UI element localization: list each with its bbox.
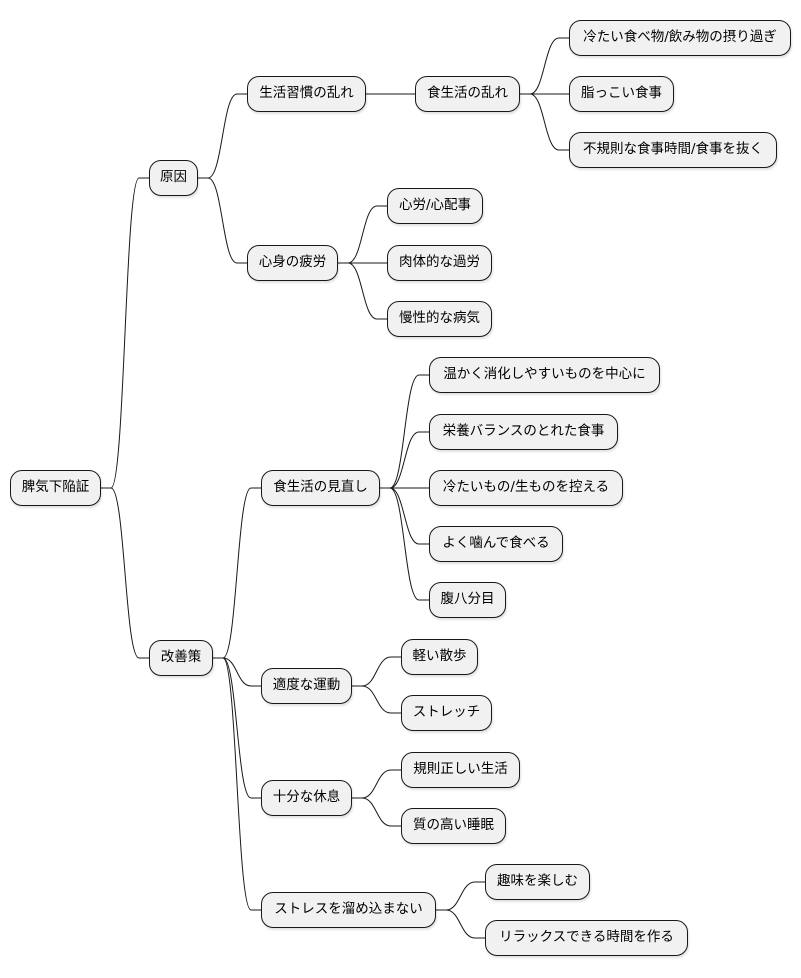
node-label: 脾気下陥証 [21,479,90,496]
edge-cause-to-lifestyle [198,93,247,179]
node-label: ストレッチ [412,704,481,721]
edge-root-to-cause [101,177,149,489]
node-remedy[interactable]: 改善策 [149,640,213,676]
edge-remedy-to-exercise [213,657,261,687]
edge-diet-review-to-warm-food [380,374,429,489]
node-label: 腹八分目 [440,591,495,608]
node-diet-disorder[interactable]: 食生活の乱れ [415,76,520,112]
edge-diet-review-to-chew [380,487,429,545]
edge-fatigue-to-worry [338,205,387,264]
node-label: 冷たいもの/生ものを控える [442,479,610,496]
node-label: 改善策 [160,649,202,666]
edge-fatigue-to-chronic-illness [338,262,387,320]
node-quality-sleep[interactable]: 質の高い睡眠 [401,808,506,844]
node-warm-food[interactable]: 温かく消化しやすいものを中心に [429,357,660,393]
node-label: 適度な運動 [272,677,341,694]
node-regular-life[interactable]: 規則正しい生活 [401,752,520,788]
node-balanced[interactable]: 栄養バランスのとれた食事 [429,414,618,450]
edge-stress-to-relax-time [436,909,485,939]
node-oily-food[interactable]: 脂っこい食事 [569,76,674,112]
node-moderate-eating[interactable]: 腹八分目 [429,582,506,618]
edge-cause-to-fatigue [198,177,247,264]
node-label: 質の高い睡眠 [413,817,494,834]
edge-remedy-to-stress [213,657,261,911]
edge-rest-to-quality-sleep [352,797,401,827]
node-cold-food[interactable]: 冷たい食べ物/飲み物の摂り過ぎ [569,20,791,56]
edge-remedy-to-diet-review [213,487,261,659]
node-chew[interactable]: よく噛んで食べる [429,526,563,562]
node-label: 規則正しい生活 [413,761,508,778]
edge-stress-to-hobby [436,881,485,911]
node-label: 脂っこい食事 [581,85,662,102]
node-worry[interactable]: 心労/心配事 [387,188,483,224]
node-fatigue[interactable]: 心身の疲労 [247,245,338,281]
node-cause[interactable]: 原因 [149,160,198,196]
node-label: 食生活の見直し [273,479,368,496]
node-avoid-cold[interactable]: 冷たいもの/生ものを控える [429,470,623,506]
node-label: 心身の疲労 [258,254,327,271]
node-rest[interactable]: 十分な休息 [261,780,352,816]
edge-rest-to-regular-life [352,769,401,799]
edge-diet-disorder-to-irregular-meals [520,93,569,151]
node-root[interactable]: 脾気下陥証 [10,470,101,506]
edge-diet-review-to-moderate-eating [380,487,429,601]
node-lifestyle[interactable]: 生活習慣の乱れ [247,76,366,112]
node-label: 不規則な食事時間/食事を抜く [582,141,764,158]
edge-diet-review-to-balanced [380,431,429,489]
edge-remedy-to-rest [213,657,261,799]
edge-diet-disorder-to-cold-food [520,37,569,95]
node-exercise[interactable]: 適度な運動 [261,668,352,704]
node-label: 肉体的な過労 [399,254,480,271]
node-stress[interactable]: ストレスを溜め込まない [261,892,436,928]
edge-exercise-to-walk [352,656,401,687]
node-label: 冷たい食べ物/飲み物の摂り過ぎ [583,29,777,46]
node-walk[interactable]: 軽い散歩 [401,639,478,675]
node-stretch[interactable]: ストレッチ [401,695,492,731]
node-label: 食生活の乱れ [427,85,508,102]
node-label: 十分な休息 [272,789,341,806]
node-label: リラックスできる時間を作る [499,929,674,946]
node-label: 温かく消化しやすいものを中心に [443,366,646,383]
node-label: 慢性的な病気 [399,310,480,327]
node-relax-time[interactable]: リラックスできる時間を作る [485,920,688,956]
node-label: 栄養バランスのとれた食事 [442,423,605,440]
node-hobby[interactable]: 趣味を楽しむ [485,864,590,900]
node-overwork[interactable]: 肉体的な過労 [387,245,492,281]
node-label: 心労/心配事 [398,197,472,214]
node-label: 原因 [160,169,187,186]
node-label: 軽い散歩 [412,648,467,665]
edge-exercise-to-stretch [352,685,401,714]
node-label: よく噛んで食べる [442,535,550,552]
node-label: ストレスを溜め込まない [274,901,423,918]
node-label: 趣味を楽しむ [497,873,578,890]
edge-root-to-remedy [101,487,149,659]
node-chronic-illness[interactable]: 慢性的な病気 [387,301,492,337]
node-label: 生活習慣の乱れ [259,85,354,102]
node-diet-review[interactable]: 食生活の見直し [261,470,380,506]
node-irregular-meals[interactable]: 不規則な食事時間/食事を抜く [569,132,777,168]
